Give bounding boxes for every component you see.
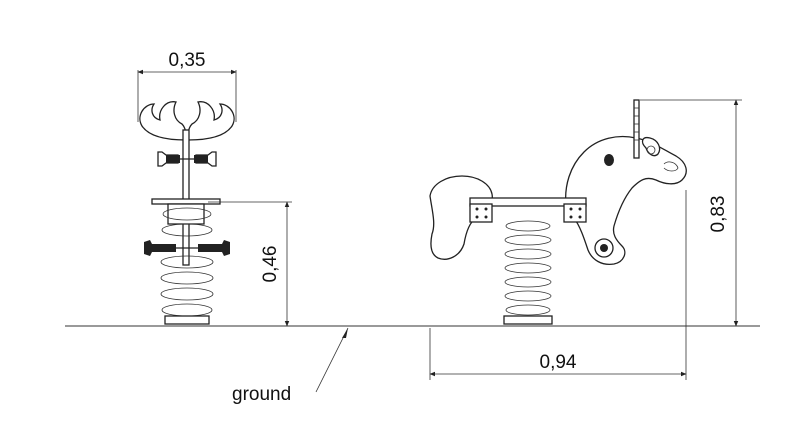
dim-side-height-label: 0,83 bbox=[708, 196, 729, 233]
side-view bbox=[429, 99, 687, 325]
dim-front-height: 0,46 bbox=[208, 201, 292, 327]
front-view bbox=[139, 101, 235, 325]
ground-leader: ground bbox=[232, 327, 349, 405]
dim-side-length-label: 0,94 bbox=[540, 352, 577, 373]
dim-side-length: 0,94 bbox=[429, 190, 687, 380]
dim-side-height: 0,83 bbox=[640, 99, 742, 327]
dim-front-height-label: 0,46 bbox=[260, 246, 281, 283]
dim-front-width: 0,35 bbox=[137, 50, 237, 122]
dim-front-width-label: 0,35 bbox=[169, 50, 206, 71]
ground-label: ground bbox=[232, 384, 291, 405]
